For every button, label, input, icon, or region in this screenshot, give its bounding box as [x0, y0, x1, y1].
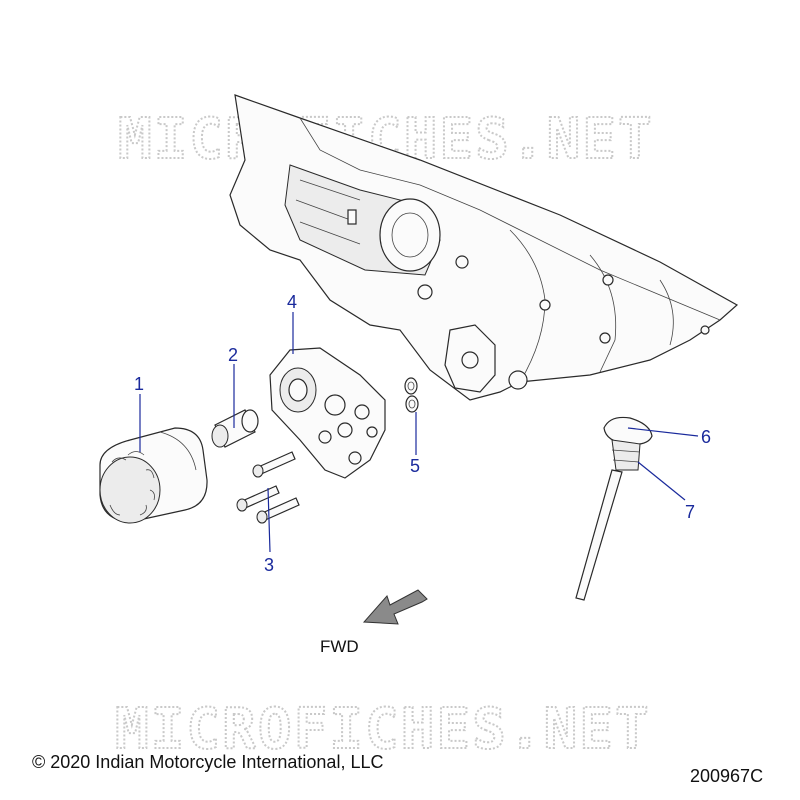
engine-crankcase — [229, 94, 739, 401]
oil-filter — [99, 427, 208, 524]
spacer-sleeve — [211, 409, 259, 448]
watermark-bottom: MICROFICHES.NET — [115, 697, 651, 762]
callout-1: 1 — [134, 374, 144, 394]
callout-3: 3 — [264, 555, 274, 575]
callout-line-3 — [267, 487, 271, 553]
callout-5: 5 — [410, 456, 420, 476]
copyright-notice: © 2020 Indian Motorcycle International, … — [32, 752, 384, 772]
callout-6: 6 — [701, 427, 711, 447]
callout-4: 4 — [287, 292, 297, 312]
o-rings — [404, 377, 419, 413]
filter-adapter-housing — [269, 347, 386, 479]
callout-2: 2 — [228, 345, 238, 365]
callout-line-6 — [627, 427, 699, 437]
callout-7: 7 — [685, 502, 695, 522]
diagram-code: 200967C — [690, 766, 764, 786]
forward-arrow-icon — [362, 589, 428, 625]
dipstick — [575, 416, 653, 601]
fwd-label: FWD — [320, 637, 359, 656]
callout-line-7 — [637, 461, 686, 501]
mounting-bolts — [236, 451, 300, 524]
